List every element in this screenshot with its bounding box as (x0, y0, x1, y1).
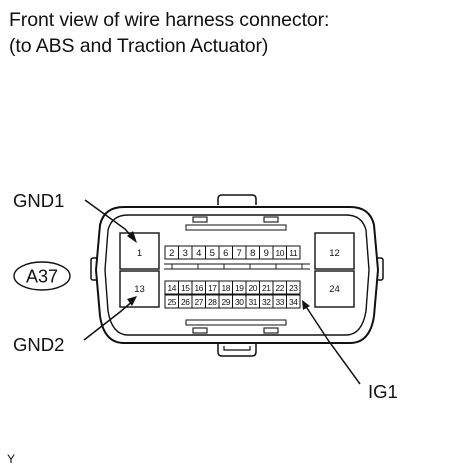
pin-label-17: 17 (208, 283, 217, 293)
pin-label-10: 10 (275, 248, 284, 258)
diagram-title-line-2: (to ABS and Traction Actuator) (9, 35, 269, 57)
pin-label-29: 29 (221, 297, 230, 307)
pin-label-14: 14 (167, 283, 176, 293)
pin-label-20: 20 (248, 283, 257, 293)
pin-label-26: 26 (181, 297, 190, 307)
pin-label-32: 32 (262, 297, 271, 307)
key-slot-bottom-left (192, 327, 208, 334)
pin-label-3: 3 (183, 248, 188, 259)
gnd1-label: GND1 (13, 190, 64, 211)
gnd2-label: GND2 (13, 334, 64, 355)
pin-label-2: 2 (169, 248, 174, 259)
pin-label-22: 22 (275, 283, 284, 293)
pin-label-27: 27 (194, 297, 203, 307)
pin-label-8: 8 (250, 248, 255, 259)
pin-row-separator (164, 263, 310, 270)
pin-label-21: 21 (262, 283, 271, 293)
pin-label-24: 24 (329, 284, 340, 295)
key-slot-top-right (263, 216, 279, 223)
ig1-arrowhead (302, 300, 310, 310)
pin-row-middle: 14 15 16 17 18 19 20 21 22 23 (164, 280, 301, 295)
pin-label-15: 15 (181, 283, 190, 293)
pin-cavity-23 (286, 280, 301, 295)
pin-label-13: 13 (134, 284, 145, 295)
pin-label-34: 34 (289, 297, 298, 307)
diagram-title-line-1: Front view of wire harness connector: (9, 9, 330, 31)
pin-cavity-24 (314, 270, 355, 308)
pin-label-19: 19 (235, 283, 244, 293)
gnd2-arrowhead (127, 296, 137, 306)
pin-cavity-34 (286, 294, 301, 309)
pin-label-23: 23 (289, 283, 298, 293)
connector-top-latch (217, 194, 257, 205)
connector-inner-housing (104, 214, 370, 336)
pin-label-25: 25 (167, 297, 176, 307)
pin-label-7: 7 (237, 248, 242, 259)
gnd2-leader-line (83, 299, 135, 341)
pin-label-1: 1 (137, 248, 142, 259)
pin-label-33: 33 (275, 297, 284, 307)
pin-label-16: 16 (194, 283, 203, 293)
pin-cavity-13 (119, 270, 160, 308)
key-slot-top-left (192, 216, 208, 223)
key-ridge-top (185, 224, 287, 231)
pin-cavity-1 (119, 232, 160, 270)
pin-label-30: 30 (235, 297, 244, 307)
pin-label-18: 18 (221, 283, 230, 293)
pin-label-9: 9 (264, 248, 269, 259)
pin-cavity-11 (286, 245, 301, 260)
pin-cavity-12 (314, 232, 355, 270)
gnd1-arrowhead (127, 231, 137, 243)
pin-label-11: 11 (289, 248, 298, 258)
key-slot-bottom-right (263, 327, 279, 334)
pin-label-28: 28 (208, 297, 217, 307)
connector-code-label: A37 (26, 267, 58, 287)
connector-code-oval (13, 261, 71, 291)
pin-label-5: 5 (210, 248, 215, 259)
ig1-leader-line (304, 304, 361, 385)
key-ridge-bottom (185, 319, 287, 326)
pin-label-31: 31 (248, 297, 257, 307)
pin-label-6: 6 (223, 248, 228, 259)
pin-label-12: 12 (329, 248, 340, 259)
figure-id: Y (7, 452, 16, 466)
pin-row-bottom: 25 26 27 28 29 30 31 32 33 34 (164, 294, 301, 309)
ig1-label: IG1 (368, 381, 398, 402)
connector-bottom-latch-inner (223, 346, 251, 351)
pin-label-4: 4 (196, 248, 201, 259)
